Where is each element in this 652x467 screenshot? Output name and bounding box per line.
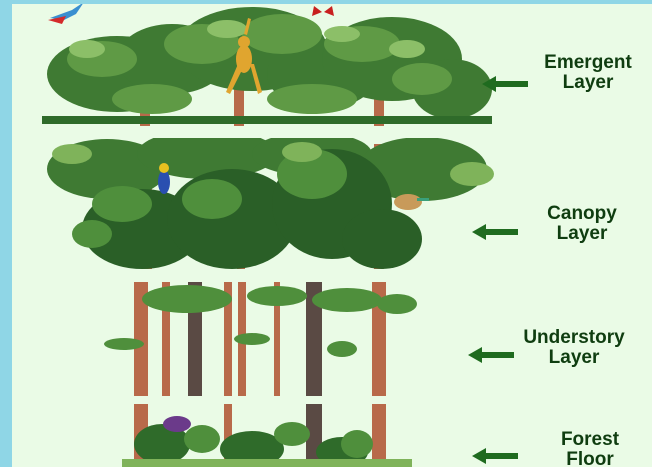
understory-layer-label: Understory Layer: [504, 328, 644, 368]
layer-divider: [42, 126, 492, 138]
canopy-label-line2: Layer: [532, 224, 632, 244]
macaw-icon: [48, 4, 84, 24]
layer-divider: [42, 396, 492, 404]
layer-divider: [42, 270, 492, 280]
emergent-label-line2: Layer: [526, 73, 650, 93]
emergent-layer-label: Emergent Layer: [526, 53, 650, 93]
rainforest-diagram: Emergent Layer Canopy Layer Understory L…: [12, 4, 652, 467]
understory-label-line1: Understory: [504, 328, 644, 348]
understory-label-line2: Layer: [504, 348, 644, 368]
canopy-layer-label: Canopy Layer: [532, 204, 632, 244]
butterfly-icon: [312, 6, 334, 16]
forest-floor-label: Forest Floor: [540, 430, 640, 467]
canopy-label-line1: Canopy: [532, 204, 632, 224]
canopy-layer-band: [47, 129, 494, 269]
forest-floor-band: [122, 404, 412, 467]
forest-floor-label-line1: Forest: [540, 430, 640, 450]
emergent-layer-band: [42, 4, 492, 126]
arrow-left-icon: [482, 76, 528, 92]
understory-layer-band: [104, 282, 417, 396]
emergent-label-line1: Emergent: [526, 53, 650, 73]
parrot-icon: [158, 163, 170, 194]
arrow-left-icon: [472, 224, 518, 240]
forest-floor-label-line2: Floor: [540, 450, 640, 467]
arrow-left-icon: [468, 347, 514, 363]
arrow-left-icon: [472, 448, 518, 464]
